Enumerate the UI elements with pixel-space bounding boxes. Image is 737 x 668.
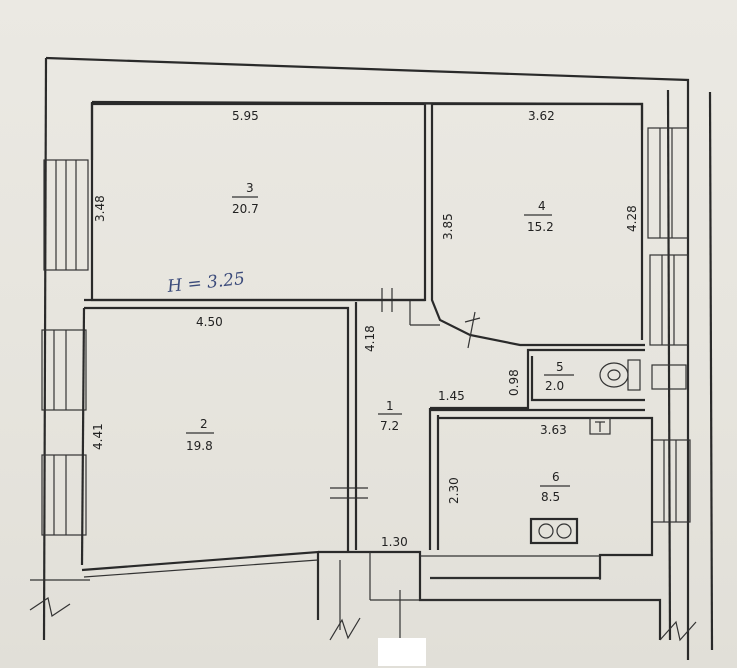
stove-icon <box>529 517 579 545</box>
redaction-mark <box>378 638 426 666</box>
room-4-right-dim: 4.28 <box>625 205 639 232</box>
room-3-side-dim: 3.48 <box>93 195 107 222</box>
room-6-number: 6 <box>552 470 560 484</box>
room-1-side-dim: 4.18 <box>363 325 377 352</box>
room-4-left-dim: 3.85 <box>441 213 455 240</box>
room-6-top-dim: 3.63 <box>540 423 567 437</box>
room-3-area: 20.7 <box>232 202 259 216</box>
room-5-walls <box>430 348 645 412</box>
room-3-number: 3 <box>246 181 254 195</box>
room-4-number: 4 <box>538 199 546 213</box>
ceiling-height-note: H = 3.25 <box>165 269 245 297</box>
toilet-icon <box>599 359 641 391</box>
room-4-top-dim: 3.62 <box>528 109 555 123</box>
room-1-bottom-dim: 1.30 <box>381 535 408 549</box>
room-2-side-dim: 4.41 <box>91 423 105 450</box>
room-5-number: 5 <box>556 360 564 374</box>
room-6-area: 8.5 <box>541 490 560 504</box>
room-5-bottom-dim: 1.45 <box>438 389 465 403</box>
room-5-area: 2.0 <box>545 379 564 393</box>
outer-walls <box>42 56 714 660</box>
break-marks <box>29 597 697 642</box>
bottom-walls <box>81 550 662 660</box>
room-6-side-dim: 2.30 <box>447 477 461 504</box>
left-windows <box>30 159 90 581</box>
room-2-area: 19.8 <box>186 439 213 453</box>
room-4-area: 15.2 <box>527 220 554 234</box>
room-5-side-dim: 0.98 <box>507 369 521 396</box>
room-2-walls <box>80 298 425 566</box>
room-2-number: 2 <box>200 417 208 431</box>
room-2-top-dim: 4.50 <box>196 315 223 329</box>
room-1-area: 7.2 <box>380 419 399 433</box>
room-1-number: 1 <box>386 399 394 413</box>
room-1-walls <box>354 302 440 550</box>
room-4-walls <box>424 102 645 347</box>
room-3-top-dim: 5.95 <box>232 109 259 123</box>
